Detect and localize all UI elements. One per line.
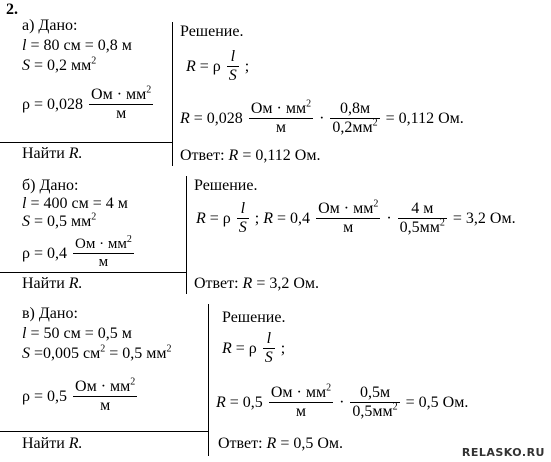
part-b-answer: Ответ: R = 3,2 Ом. — [194, 275, 320, 292]
part-c-given-resistivity: ρ = 0,5 Ом · мм2 м — [22, 376, 138, 415]
part-b-find: Найти R. — [22, 275, 83, 292]
part-a-answer: Ответ: R = 0,112 Ом. — [180, 147, 321, 164]
part-a-label: а) Дано: — [22, 17, 78, 34]
part-a-solution-title: Решение. — [180, 23, 244, 40]
part-c-given-divider — [0, 431, 208, 432]
part-a-resistivity-units: Ом · мм2 м — [89, 84, 154, 123]
part-c-solution-title: Решение. — [222, 309, 286, 326]
part-b-resistivity-units: Ом · мм2 м — [73, 234, 134, 271]
part-c-find: Найти R. — [22, 435, 83, 452]
part-a-given-length: l = 80 см = 0,8 м — [22, 37, 132, 54]
part-b-given-area: S = 0,5 мм2 — [22, 211, 97, 230]
part-b-vertical-divider — [186, 176, 187, 294]
part-c-answer: Ответ: R = 0,5 Ом. — [218, 435, 344, 452]
problem-number: 2. — [6, 1, 18, 18]
part-b-label: б) Дано: — [22, 177, 79, 194]
watermark: RELASKO.RU — [461, 446, 545, 459]
part-c-label: в) Дано: — [22, 305, 78, 322]
part-b-given-resistivity: ρ = 0,4 Ом · мм2 м — [22, 234, 134, 271]
part-c-vertical-divider — [208, 304, 209, 456]
part-b-given-divider — [0, 272, 186, 273]
part-a-given-resistivity: ρ = 0,028 Ом · мм2 м — [22, 84, 154, 123]
part-a-given-area: S = 0,2 мм2 — [22, 55, 97, 74]
part-c-resistivity-units: Ом · мм2 м — [73, 376, 138, 415]
part-a-find: Найти R. — [22, 145, 83, 162]
part-c-given-area: S =0,005 см2 = 0,5 мм2 — [22, 343, 172, 362]
part-b-given-length: l = 400 см = 4 м — [22, 195, 128, 212]
part-a-vertical-divider — [172, 22, 173, 166]
part-c-given-length: l = 50 см = 0,5 м — [22, 325, 132, 342]
part-b-solution-title: Решение. — [194, 177, 258, 194]
part-a-given-divider — [0, 142, 172, 143]
